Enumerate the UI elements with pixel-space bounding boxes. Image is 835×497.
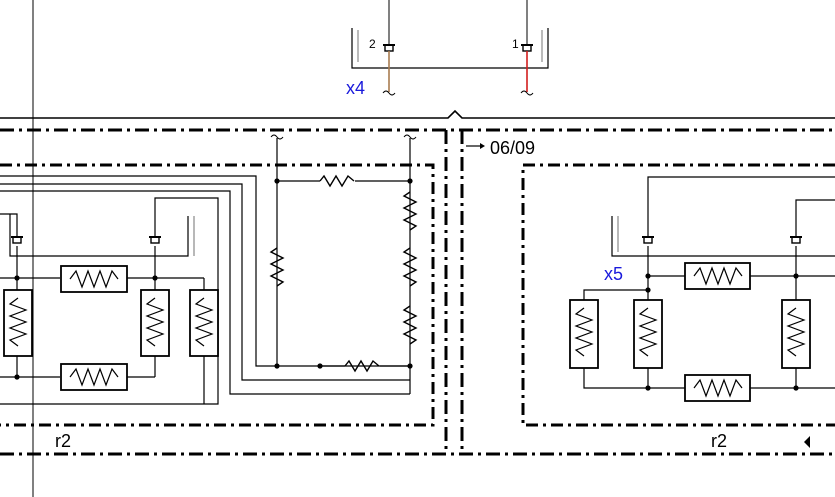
resistor-zigzag-icon [684, 262, 751, 290]
resistor-zigzag-icon [402, 191, 418, 345]
connector-pin-icon [10, 236, 24, 244]
resistor-zigzag-icon [60, 265, 128, 293]
junction-dots-left [14, 178, 413, 380]
resistor-zigzag-icon [781, 299, 811, 369]
connector-pin-icon [382, 44, 396, 52]
page-ref-label: 06/09 [490, 138, 535, 158]
right-arrow-icon [466, 143, 485, 149]
resistor-zigzag-icon [189, 289, 219, 357]
edge-marker-icon [804, 436, 810, 448]
pin-1-label: 1 [512, 37, 519, 51]
resistor-zigzag-icon [140, 289, 170, 357]
left-circuit-wires [0, 138, 411, 405]
zone-left-label: r2 [55, 431, 71, 451]
wire-break-icon [270, 134, 284, 140]
connector-pin-icon [520, 44, 534, 52]
resistor-zigzag-icon [319, 174, 355, 188]
resistor-zigzag-icon [684, 374, 751, 402]
connector-pin-icon [789, 236, 803, 244]
page-reference: 06/09 [466, 138, 535, 158]
main-bus-line [0, 109, 835, 119]
right-circuit-wires [583, 176, 835, 389]
pin-2-label: 2 [369, 37, 376, 51]
connector-pin-icon [148, 236, 162, 244]
resistor-zigzag-icon [3, 289, 33, 357]
zone-frames [0, 163, 835, 427]
wire-break-icon [382, 90, 396, 96]
connector-x4-label: x4 [346, 78, 365, 98]
outer-frame [0, 128, 835, 456]
resistor-zigzag-icon [269, 247, 285, 287]
resistor-zigzag-icon [344, 359, 380, 373]
resistor-zigzag-icon [633, 299, 663, 369]
wire-break-icon [403, 134, 417, 140]
resistor-zigzag-icon [60, 363, 128, 391]
junction-dots-right [645, 273, 799, 391]
connector-x5-label: x5 [604, 264, 623, 284]
wire-break-icon [520, 90, 534, 96]
zone-right-label: r2 [711, 431, 727, 451]
connector-x4-block: 2 1 x4 [346, 0, 549, 98]
connector-pin-icon [641, 236, 655, 244]
resistor-zigzag-icon [569, 299, 599, 369]
